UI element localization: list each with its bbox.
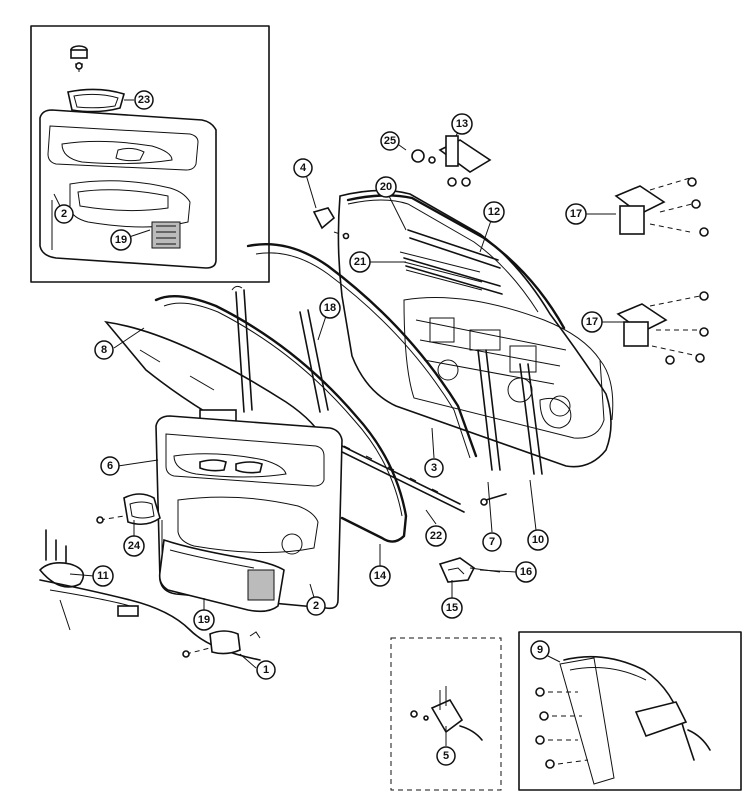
outer-weather-strip <box>346 194 566 330</box>
callout-11: 11 <box>92 565 114 587</box>
svg-text:13: 13 <box>456 118 468 130</box>
door-shell <box>337 189 614 468</box>
door-check <box>312 207 350 240</box>
inset-regulator <box>518 631 742 791</box>
callout-16: 16 <box>515 561 537 583</box>
door-latch <box>438 493 507 583</box>
door-frame-seal <box>154 294 408 543</box>
handle-bezel <box>96 493 161 526</box>
callout-14: 14 <box>369 565 391 587</box>
svg-text:10: 10 <box>532 534 544 546</box>
svg-text:18: 18 <box>324 302 336 314</box>
svg-text:11: 11 <box>97 570 109 582</box>
svg-text:9: 9 <box>537 644 543 656</box>
svg-text:19: 19 <box>198 614 210 626</box>
svg-text:12: 12 <box>488 206 500 218</box>
svg-text:23: 23 <box>138 94 150 106</box>
svg-text:4: 4 <box>300 162 307 174</box>
svg-text:5: 5 <box>443 750 449 762</box>
callout-5: 5 <box>436 746 456 766</box>
callout-4: 4 <box>293 158 313 178</box>
svg-text:21: 21 <box>354 256 366 268</box>
callout-13: 13 <box>451 113 473 135</box>
svg-text:24: 24 <box>128 540 141 552</box>
svg-text:19: 19 <box>115 234 127 246</box>
svg-text:17: 17 <box>570 208 582 220</box>
callout-25: 25 <box>380 131 400 151</box>
callout-6: 6 <box>100 456 120 476</box>
glass-run-seal <box>246 243 478 459</box>
callout-20: 20 <box>375 176 397 198</box>
inset-trim-panel <box>30 25 270 283</box>
svg-text:22: 22 <box>430 530 442 542</box>
callout-15: 15 <box>441 597 463 619</box>
callout-12: 12 <box>483 201 505 223</box>
callout-3: 3 <box>424 458 444 478</box>
armrest <box>158 538 285 613</box>
callout-22: 22 <box>425 525 447 547</box>
callout-17-top: 17 <box>565 203 587 225</box>
svg-text:14: 14 <box>374 570 387 582</box>
callout-19: 19 <box>193 609 215 631</box>
callout-10: 10 <box>527 529 549 551</box>
svg-text:8: 8 <box>101 344 107 356</box>
callout-9: 9 <box>530 640 550 660</box>
callout-8: 8 <box>94 340 114 360</box>
svg-text:15: 15 <box>446 602 458 614</box>
vertical-channels <box>231 285 543 475</box>
callout-2: 2 <box>306 596 326 616</box>
svg-text:16: 16 <box>520 566 532 578</box>
callout-2-inset: 2 <box>54 204 74 224</box>
svg-text:6: 6 <box>107 460 113 472</box>
callout-21: 21 <box>349 251 371 273</box>
svg-text:25: 25 <box>384 135 396 147</box>
inset-actuator <box>390 637 502 791</box>
hinges <box>411 135 709 365</box>
callout-24: 24 <box>123 535 145 557</box>
svg-text:17: 17 <box>586 316 598 328</box>
callout-1: 1 <box>256 660 276 680</box>
svg-text:20: 20 <box>380 181 392 193</box>
svg-text:7: 7 <box>489 536 495 548</box>
svg-text:2: 2 <box>61 208 67 220</box>
callout-17-bottom: 17 <box>581 311 603 333</box>
callout-markers: 23 2 19 25 13 4 20 21 12 17 17 18 8 6 3 … <box>54 90 603 766</box>
callout-7: 7 <box>482 532 502 552</box>
svg-text:1: 1 <box>263 664 269 676</box>
callout-18: 18 <box>319 297 341 319</box>
callout-23: 23 <box>134 90 154 110</box>
belt-mouldings <box>329 229 503 513</box>
callout-19-inset: 19 <box>110 229 132 251</box>
svg-text:3: 3 <box>431 462 437 474</box>
outside-handle <box>182 630 261 658</box>
svg-text:2: 2 <box>313 600 319 612</box>
